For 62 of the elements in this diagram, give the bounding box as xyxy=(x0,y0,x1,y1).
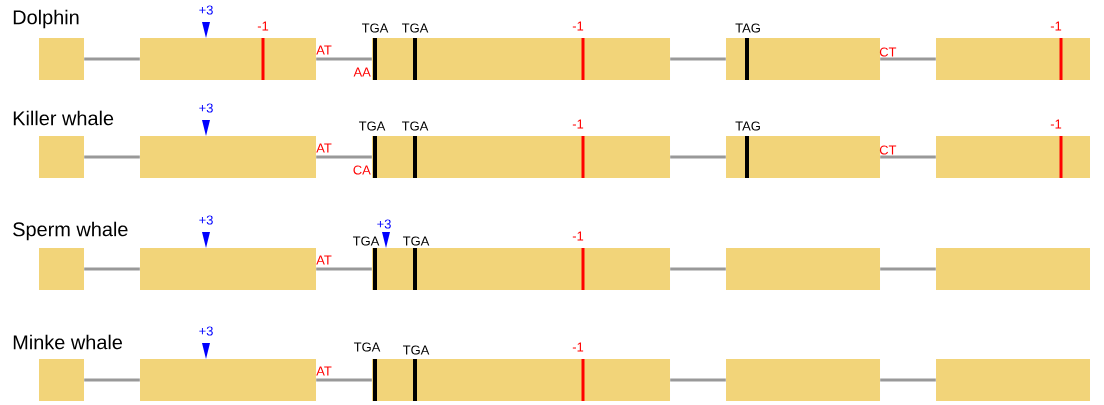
exon-box xyxy=(140,38,316,80)
intron-line xyxy=(670,378,726,382)
intron-line xyxy=(880,267,936,271)
splice-site-label: AT xyxy=(316,45,332,55)
stop-codon-mark: TGA xyxy=(403,345,430,401)
exon-box xyxy=(372,359,670,401)
species-name: Sperm whale xyxy=(13,221,128,241)
species-name: Minke whale xyxy=(13,334,122,350)
intron-line xyxy=(84,267,140,271)
exon-box xyxy=(372,248,670,290)
splice-site-label: AT xyxy=(316,143,332,153)
frameshift-mark: -1 xyxy=(572,231,585,290)
exon-box xyxy=(39,359,84,401)
intron-line xyxy=(880,155,936,159)
exon-box xyxy=(936,38,1090,80)
exon-box xyxy=(372,38,670,80)
frameshift-mark: -1 xyxy=(572,342,585,401)
stop-codon-mark: TGA xyxy=(403,236,430,290)
splice-site-label: CT xyxy=(879,145,897,155)
splice-site-label: AT xyxy=(316,366,332,376)
intron-line xyxy=(84,57,140,61)
intron-line xyxy=(84,378,140,382)
intron-line xyxy=(316,378,372,382)
stop-codon-mark: TGA xyxy=(402,121,429,178)
intron-line xyxy=(316,267,372,271)
stop-codon-mark: TGA xyxy=(402,23,429,80)
intron-line xyxy=(316,57,372,61)
intron-line xyxy=(670,57,726,61)
frameshift-mark: -1 xyxy=(1050,119,1063,178)
exon-box xyxy=(726,38,880,80)
exon-box xyxy=(726,248,880,290)
frameshift-mark: -1 xyxy=(257,21,269,80)
species-name: Killer whale xyxy=(13,110,114,126)
exon-box xyxy=(140,359,316,401)
intron-line xyxy=(670,267,726,271)
splice-site-label: AA xyxy=(353,67,371,77)
splice-site-label: CA xyxy=(353,165,371,175)
exon-box xyxy=(936,248,1090,290)
intron-line xyxy=(84,155,140,159)
exon-box xyxy=(39,38,84,80)
stop-codon-mark: TAG xyxy=(735,121,760,178)
exon-box xyxy=(140,136,316,178)
exon-box xyxy=(372,136,670,178)
stop-codon-mark: TGA xyxy=(353,236,380,290)
exon-box xyxy=(140,248,316,290)
frameshift-mark: -1 xyxy=(572,119,585,178)
intron-line xyxy=(880,57,936,61)
intron-line xyxy=(670,155,726,159)
intron-line xyxy=(880,378,936,382)
frameshift-mark: -1 xyxy=(572,21,585,80)
exon-box xyxy=(39,248,84,290)
frameshift-mark: -1 xyxy=(1050,21,1063,80)
splice-site-label: CT xyxy=(879,47,897,57)
intron-line xyxy=(316,155,372,159)
exon-box xyxy=(936,136,1090,178)
stop-codon-mark: TAG xyxy=(735,23,760,80)
exon-box xyxy=(726,136,880,178)
exon-box xyxy=(39,136,84,178)
exon-box xyxy=(936,359,1090,401)
stop-codon-mark: TGA xyxy=(354,342,381,401)
exon-box xyxy=(726,359,880,401)
splice-site-label: AT xyxy=(316,255,332,265)
